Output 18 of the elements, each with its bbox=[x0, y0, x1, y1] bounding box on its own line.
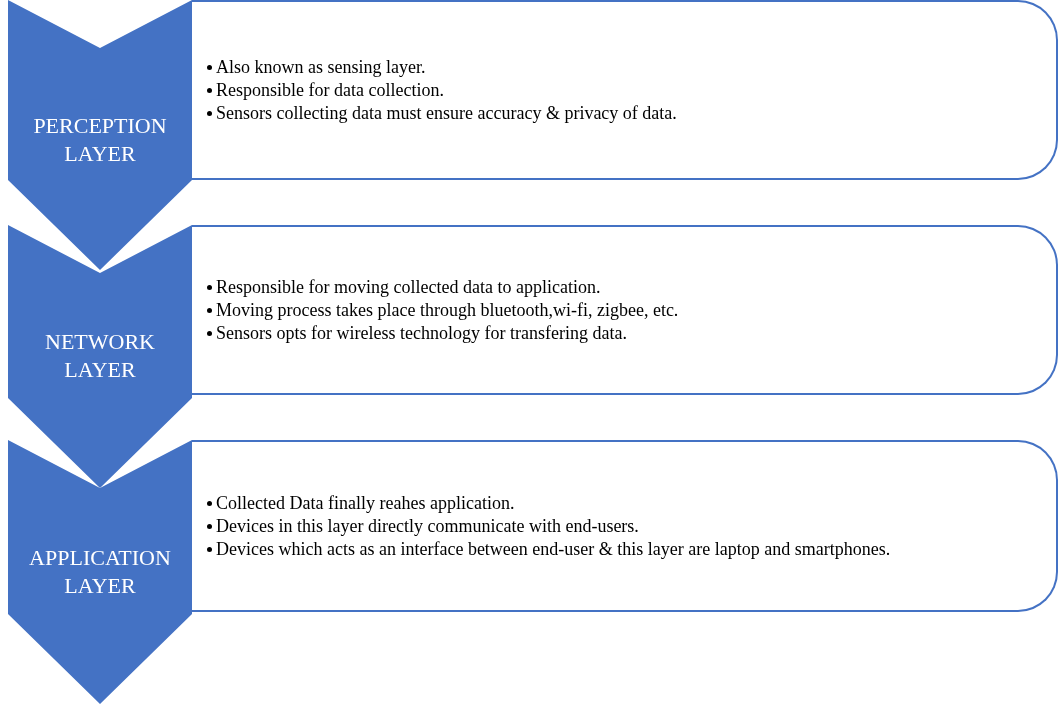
description-panel bbox=[192, 225, 1058, 395]
chevron-banner bbox=[8, 0, 192, 270]
bullet-text: Responsible for data collection. bbox=[216, 78, 445, 102]
layer-title: NETWORK LAYER bbox=[44, 328, 156, 384]
bullet-text: Sensors collecting data must ensure accuracy & privacy of data. bbox=[216, 101, 678, 125]
bullet-text: Devices in this layer directly communicate with end-users. bbox=[216, 514, 640, 538]
chevron-banner bbox=[8, 225, 192, 488]
layer-title: APPLICATION LAYER bbox=[28, 544, 172, 600]
bullet-text: Devices which acts as an interface between end-user & this layer are laptop and smartphones. bbox=[216, 537, 892, 561]
description-panel bbox=[192, 0, 1058, 180]
bullet-text: Also known as sensing layer. bbox=[216, 55, 427, 79]
bullet-text: Collected Data finally reahes application. bbox=[216, 491, 516, 515]
bullet-text: Moving process takes place through bluetooth,wi-fi, zigbee, etc. bbox=[216, 298, 680, 322]
description-panel bbox=[192, 440, 1058, 612]
layer-title: PERCEPTION LAYER bbox=[32, 112, 168, 168]
bullet-text: Responsible for moving collected data to application. bbox=[216, 275, 602, 299]
chevron-banner bbox=[8, 440, 192, 704]
bullet-text: Sensors opts for wireless technology for transfering data. bbox=[216, 321, 628, 345]
